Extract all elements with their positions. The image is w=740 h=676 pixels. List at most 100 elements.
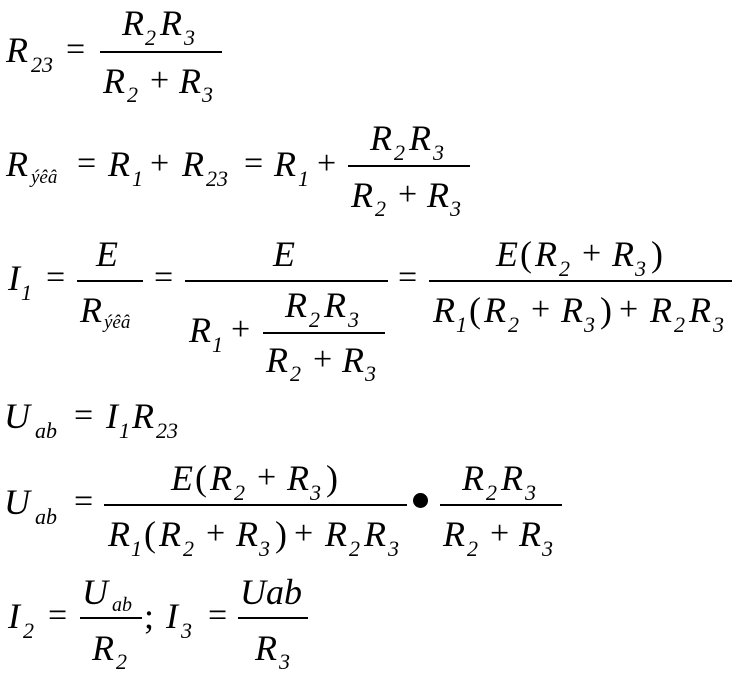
symbol-R: R — [160, 3, 182, 43]
equals-sign: = — [66, 31, 86, 68]
subscript-3: 3 — [310, 480, 321, 505]
symbol-R: R — [342, 340, 364, 380]
subscript-2: 2 — [183, 536, 194, 561]
subscript-23: 23 — [156, 418, 178, 443]
subscript-23: 23 — [206, 166, 228, 191]
subscript-2: 2 — [309, 307, 320, 332]
subscript-1: 1 — [456, 312, 467, 337]
symbol-R: R — [108, 144, 130, 184]
subscript-2: 2 — [674, 312, 685, 337]
symbol-R: R — [484, 290, 506, 330]
symbol-R: R — [364, 514, 386, 554]
subscript-ab: ab — [35, 418, 57, 443]
fraction-bar — [104, 504, 407, 506]
subscript-2: 2 — [508, 312, 519, 337]
right-paren: ) — [651, 234, 663, 274]
subscript-23: 23 — [31, 52, 53, 77]
left-paren: ( — [195, 458, 207, 498]
fraction-bar — [429, 280, 732, 282]
symbol-R: R — [501, 458, 523, 498]
symbol-R: R — [287, 458, 309, 498]
symbol-R: R — [370, 118, 392, 158]
symbol-R: R — [122, 3, 144, 43]
equals-sign: = — [46, 259, 66, 296]
subscript-2: 2 — [486, 480, 497, 505]
subscript-2: 2 — [394, 140, 405, 165]
symbol-I: I — [8, 596, 20, 636]
subscript-3: 3 — [388, 536, 399, 561]
fraction-bar — [263, 332, 385, 334]
subscript-3: 3 — [433, 140, 444, 165]
symbol-R: R — [561, 290, 583, 330]
symbol-I: I — [166, 596, 178, 636]
subscript-2: 2 — [116, 649, 127, 674]
subscript-ab: ab — [112, 594, 132, 616]
symbol-R: R — [266, 340, 288, 380]
right-paren: ) — [600, 290, 612, 330]
symbol-R: R — [182, 144, 204, 184]
fraction-bar — [238, 617, 308, 619]
symbol-R: R — [108, 514, 130, 554]
symbol-R: R — [285, 285, 307, 325]
symbol-E: E — [496, 234, 518, 274]
fraction-bar — [80, 617, 142, 619]
subscript-ekv: ýêâ — [31, 167, 58, 188]
subscript-1: 1 — [119, 418, 130, 443]
fraction-bar — [100, 51, 222, 53]
symbol-R: R — [612, 234, 634, 274]
equals-sign: = — [208, 597, 228, 634]
plus-sign: + — [490, 515, 510, 552]
symbol-R: R — [535, 234, 557, 274]
symbol-R: R — [210, 458, 232, 498]
subscript-2: 2 — [127, 82, 138, 107]
symbol-R: R — [427, 175, 449, 215]
symbol-R: R — [443, 514, 465, 554]
word-Uab: Uab — [240, 572, 302, 612]
symbol-R: R — [159, 514, 181, 554]
symbol-R: R — [6, 30, 28, 70]
equals-sign: = — [77, 145, 97, 182]
subscript-3: 3 — [259, 536, 270, 561]
symbol-E: E — [96, 234, 118, 274]
multiplication-dot-icon — [413, 493, 428, 508]
subscript-3: 3 — [635, 256, 646, 281]
symbol-R: R — [351, 175, 373, 215]
plus-sign: + — [294, 515, 314, 552]
symbol-R: R — [325, 514, 347, 554]
equals-sign: = — [74, 483, 94, 520]
plus-sign: + — [531, 291, 551, 328]
symbol-R: R — [189, 310, 211, 350]
subscript-3: 3 — [713, 312, 724, 337]
fraction-bar — [440, 504, 562, 506]
symbol-U: U — [4, 396, 30, 436]
right-paren: ) — [326, 458, 338, 498]
semicolon: ; — [144, 596, 155, 636]
equals-sign: = — [74, 397, 94, 434]
plus-sign: + — [317, 145, 337, 182]
subscript-2: 2 — [234, 480, 245, 505]
symbol-R: R — [6, 144, 28, 184]
subscript-3: 3 — [542, 536, 553, 561]
symbol-E: E — [171, 458, 193, 498]
symbol-R: R — [689, 290, 711, 330]
symbol-R: R — [80, 290, 102, 330]
subscript-3: 3 — [365, 361, 376, 386]
subscript-2: 2 — [23, 618, 34, 643]
equals-sign: = — [154, 259, 174, 296]
symbol-R: R — [650, 290, 672, 330]
right-paren: ) — [275, 514, 287, 554]
symbol-R: R — [433, 290, 455, 330]
subscript-3: 3 — [348, 307, 359, 332]
subscript-3: 3 — [184, 25, 195, 50]
left-paren: ( — [469, 290, 481, 330]
equals-sign: = — [398, 259, 418, 296]
subscript-2: 2 — [349, 536, 360, 561]
plus-sign: + — [582, 235, 602, 272]
plus-sign: + — [150, 145, 170, 182]
subscript-1: 1 — [21, 280, 32, 305]
symbol-U: U — [4, 482, 30, 522]
fraction-bar — [77, 280, 143, 282]
symbol-R: R — [92, 628, 114, 668]
symbol-R: R — [519, 514, 541, 554]
subscript-2: 2 — [145, 25, 156, 50]
